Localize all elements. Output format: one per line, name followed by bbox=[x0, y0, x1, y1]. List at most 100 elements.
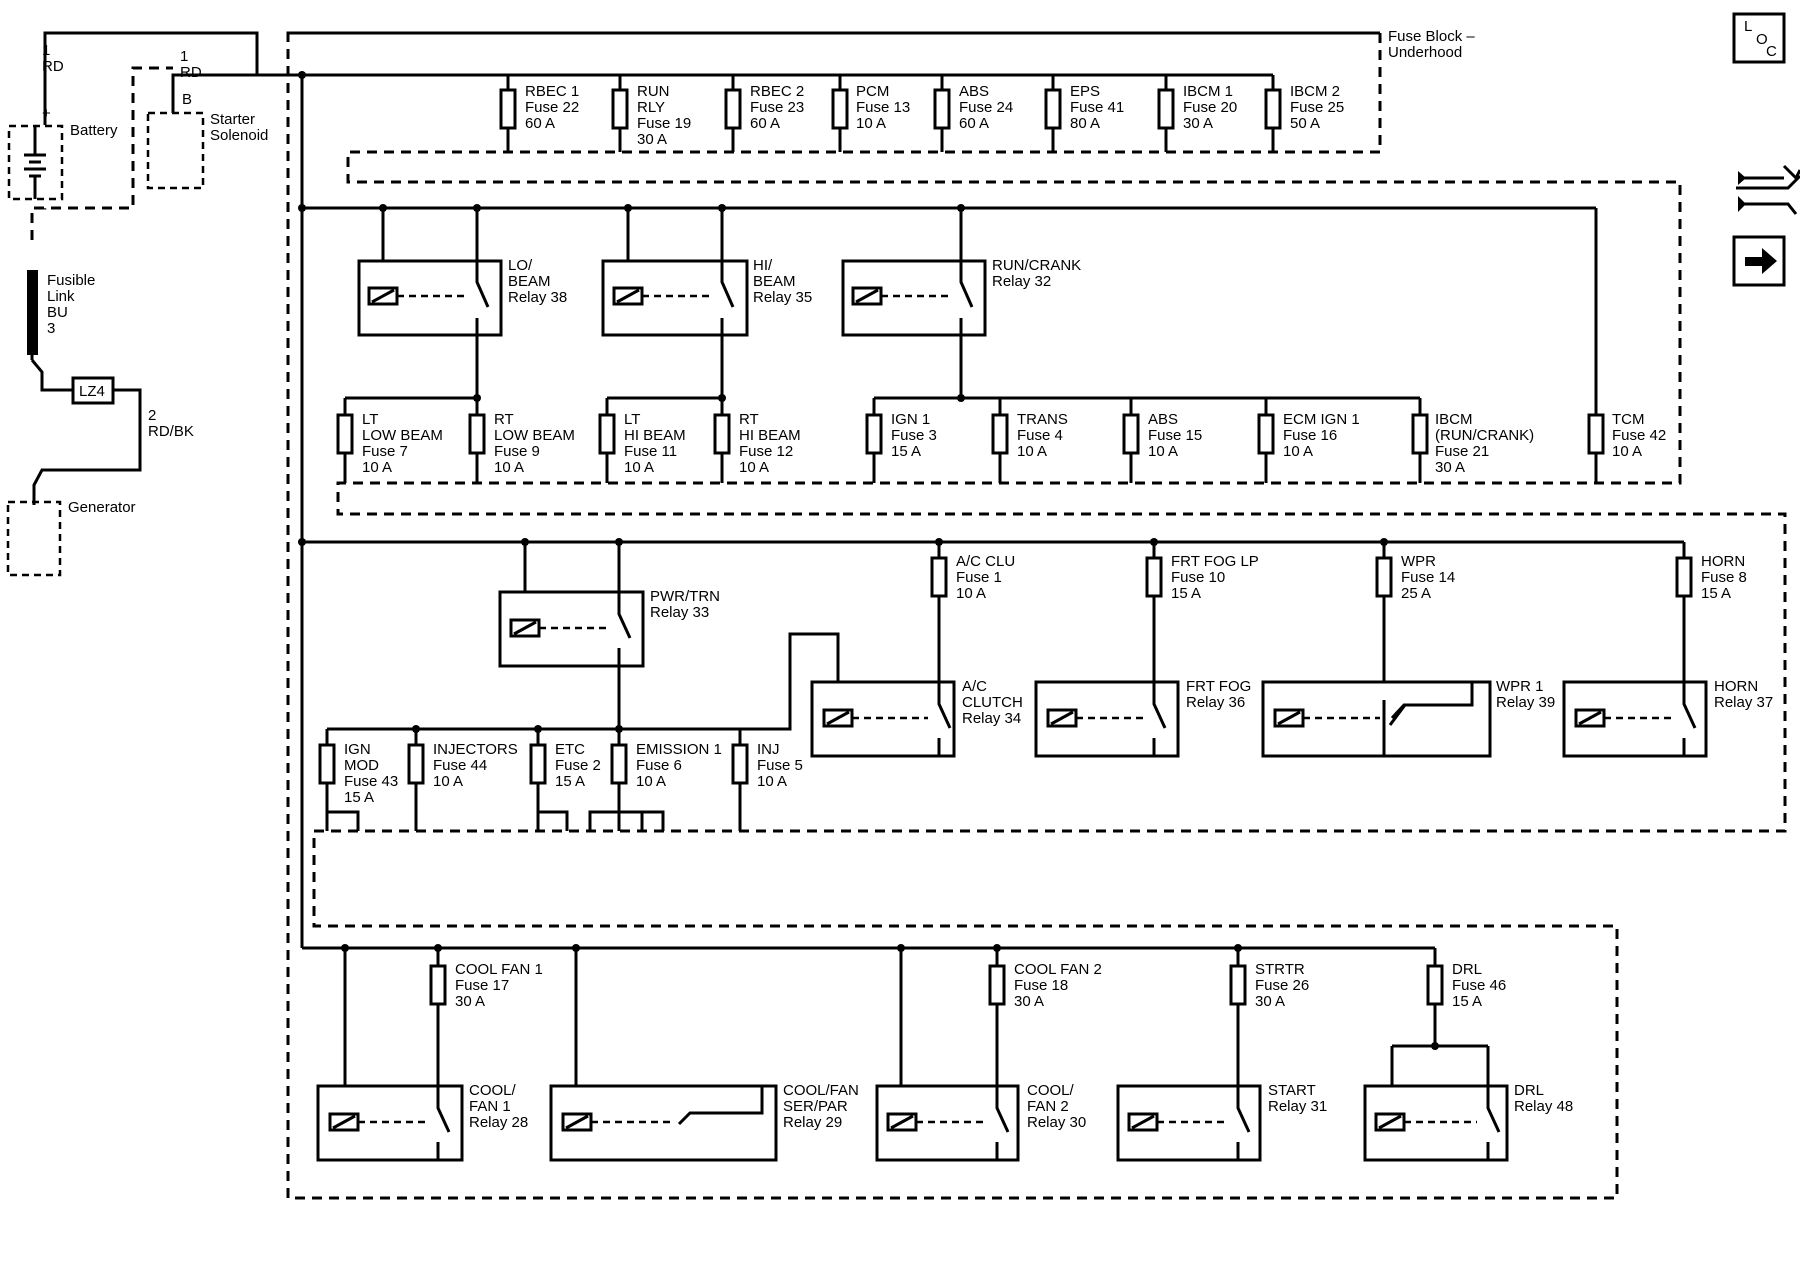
svg-text:2: 2 bbox=[148, 407, 156, 424]
generator-box bbox=[6, 500, 62, 577]
svg-text:RUN: RUN bbox=[637, 83, 670, 100]
fuse-1 bbox=[930, 556, 948, 598]
arrow-right-icon bbox=[1732, 235, 1786, 287]
svg-text:Relay 48: Relay 48 bbox=[1514, 1098, 1573, 1115]
fuse-15 bbox=[1122, 413, 1140, 455]
fuse-41 bbox=[1044, 88, 1062, 130]
svg-text:15 A: 15 A bbox=[1701, 585, 1731, 602]
svg-text:INJECTORS: INJECTORS bbox=[433, 741, 518, 758]
svg-text:30 A: 30 A bbox=[1255, 993, 1285, 1010]
svg-text:Relay 38: Relay 38 bbox=[508, 289, 567, 306]
svg-text:TRANS: TRANS bbox=[1017, 411, 1068, 428]
svg-text:1: 1 bbox=[42, 42, 50, 59]
fuse-25 bbox=[1264, 88, 1282, 130]
fuse-16 bbox=[1257, 413, 1275, 455]
svg-text:RT: RT bbox=[739, 411, 759, 428]
svg-text:10 A: 10 A bbox=[362, 459, 392, 476]
svg-text:10 A: 10 A bbox=[1148, 443, 1178, 460]
svg-text:DRL: DRL bbox=[1514, 1082, 1544, 1099]
fuse-14 bbox=[1375, 556, 1393, 598]
lz4-box bbox=[71, 376, 115, 405]
battery-symbol bbox=[24, 126, 46, 199]
svg-text:RT: RT bbox=[494, 411, 514, 428]
svg-text:TCM: TCM bbox=[1612, 411, 1645, 428]
svg-text:Relay 39: Relay 39 bbox=[1496, 694, 1555, 711]
svg-text:SER/PAR: SER/PAR bbox=[783, 1098, 848, 1115]
row4-fuses bbox=[429, 964, 1444, 1006]
fuse-8 bbox=[1675, 556, 1693, 598]
fuse-43 bbox=[318, 743, 336, 785]
svg-text:Relay 37: Relay 37 bbox=[1714, 694, 1773, 711]
fuse-6 bbox=[610, 743, 628, 785]
svg-text:Solenoid: Solenoid bbox=[210, 127, 268, 144]
svg-text:Fuse 46: Fuse 46 bbox=[1452, 977, 1506, 994]
svg-text:IBCM: IBCM bbox=[1435, 411, 1473, 428]
svg-text:Fuse 44: Fuse 44 bbox=[433, 757, 487, 774]
fuse-44 bbox=[407, 743, 425, 785]
svg-text:10 A: 10 A bbox=[433, 773, 463, 790]
svg-text:IGN 1: IGN 1 bbox=[891, 411, 930, 428]
svg-text:EMISSION 1: EMISSION 1 bbox=[636, 741, 722, 758]
fuse-26 bbox=[1229, 964, 1247, 1006]
svg-text:Fuse 3: Fuse 3 bbox=[891, 427, 937, 444]
svg-text:COOL/FAN: COOL/FAN bbox=[783, 1082, 859, 1099]
source-wires bbox=[30, 31, 259, 505]
svg-text:RD/BK: RD/BK bbox=[148, 423, 194, 440]
fuse-22 bbox=[499, 88, 517, 130]
svg-text:RLY: RLY bbox=[637, 99, 665, 116]
svg-text:Fuse 13: Fuse 13 bbox=[856, 99, 910, 116]
svg-text:Fuse 19: Fuse 19 bbox=[637, 115, 691, 132]
svg-text:FAN 2: FAN 2 bbox=[1027, 1098, 1069, 1115]
svg-text:BEAM: BEAM bbox=[753, 273, 796, 290]
svg-text:WPR 1: WPR 1 bbox=[1496, 678, 1544, 695]
row1-fuses bbox=[499, 88, 1282, 130]
svg-text:FAN 1: FAN 1 bbox=[469, 1098, 511, 1115]
svg-text:60 A: 60 A bbox=[750, 115, 780, 132]
svg-text:Underhood: Underhood bbox=[1388, 44, 1462, 61]
fuse-block-title: Fuse Block – Underhood bbox=[1388, 28, 1475, 61]
svg-text:B: B bbox=[182, 91, 192, 108]
svg-text:Fuse 42: Fuse 42 bbox=[1612, 427, 1666, 444]
svg-text:10 A: 10 A bbox=[1017, 443, 1047, 460]
svg-text:Generator: Generator bbox=[68, 499, 136, 516]
svg-text:30 A: 30 A bbox=[637, 131, 667, 148]
svg-text:Fuse 15: Fuse 15 bbox=[1148, 427, 1202, 444]
svg-text:Fuse 23: Fuse 23 bbox=[750, 99, 804, 116]
svg-text:WPR: WPR bbox=[1401, 553, 1436, 570]
svg-text:Fuse 25: Fuse 25 bbox=[1290, 99, 1344, 116]
svg-text:50 A: 50 A bbox=[1290, 115, 1320, 132]
fuse-46 bbox=[1426, 964, 1444, 1006]
svg-text:COOL/: COOL/ bbox=[1027, 1082, 1075, 1099]
svg-text:30 A: 30 A bbox=[1014, 993, 1044, 1010]
fuse-42 bbox=[1587, 413, 1605, 455]
svg-text:O: O bbox=[1756, 31, 1768, 48]
svg-text:Fusible: Fusible bbox=[47, 272, 95, 289]
svg-text:15 A: 15 A bbox=[555, 773, 585, 790]
svg-text:Relay 33: Relay 33 bbox=[650, 604, 709, 621]
svg-text:Relay 31: Relay 31 bbox=[1268, 1098, 1327, 1115]
svg-text:RBEC 1: RBEC 1 bbox=[525, 83, 579, 100]
svg-text:MOD: MOD bbox=[344, 757, 379, 774]
svg-text:Fuse 20: Fuse 20 bbox=[1183, 99, 1237, 116]
svg-text:10 A: 10 A bbox=[956, 585, 986, 602]
svg-text:BU: BU bbox=[47, 304, 68, 321]
fuse-12 bbox=[713, 413, 731, 455]
connector-wrench-icon bbox=[1736, 164, 1800, 215]
svg-text:Fuse 26: Fuse 26 bbox=[1255, 977, 1309, 994]
